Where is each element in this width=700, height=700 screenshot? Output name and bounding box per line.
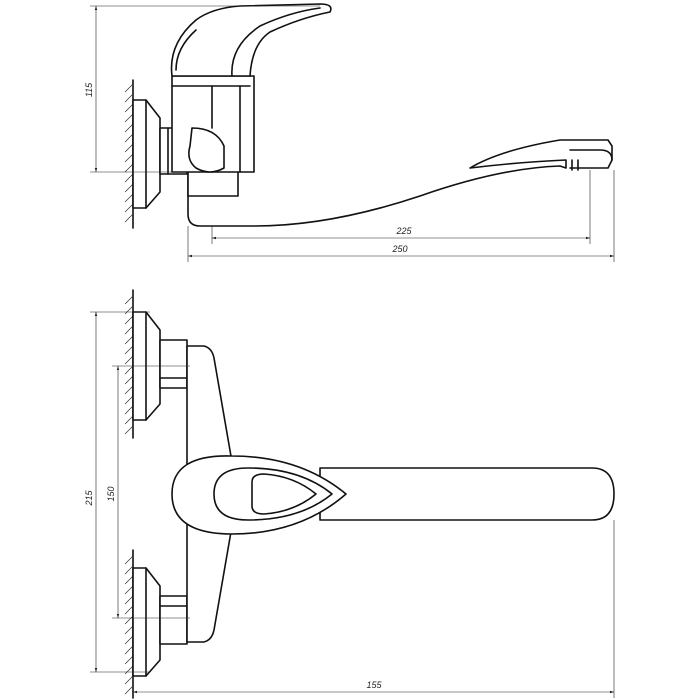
- side-view: 115 225 250: [84, 3, 615, 262]
- top-lever-grip: [251, 473, 317, 515]
- side-wall: [124, 79, 134, 229]
- dimension-spout-reach: 225 250: [187, 170, 615, 262]
- dim-label-front-width: 155: [366, 680, 382, 690]
- side-body: [171, 75, 255, 197]
- side-lever-handle: [170, 3, 332, 77]
- side-spout: [187, 139, 613, 227]
- dim-label-spout-reach-inner: 225: [395, 226, 412, 236]
- dimension-front-total-height: 215: [84, 311, 150, 673]
- top-spout: [319, 467, 615, 521]
- dim-label-spout-reach-outer: 250: [391, 244, 407, 254]
- dimension-front-width: 155: [133, 520, 615, 698]
- dim-label-front-total-height: 215: [84, 490, 94, 507]
- dim-label-side-height: 115: [84, 82, 94, 97]
- top-wall-lower: [124, 549, 134, 699]
- dimension-side-height: 115: [84, 5, 320, 173]
- dim-label-front-center-distance: 150: [106, 486, 116, 501]
- top-rosette-lower: [132, 567, 188, 677]
- dimension-front-center-distance: 150: [106, 365, 190, 619]
- top-view: 215 150 155: [84, 289, 615, 699]
